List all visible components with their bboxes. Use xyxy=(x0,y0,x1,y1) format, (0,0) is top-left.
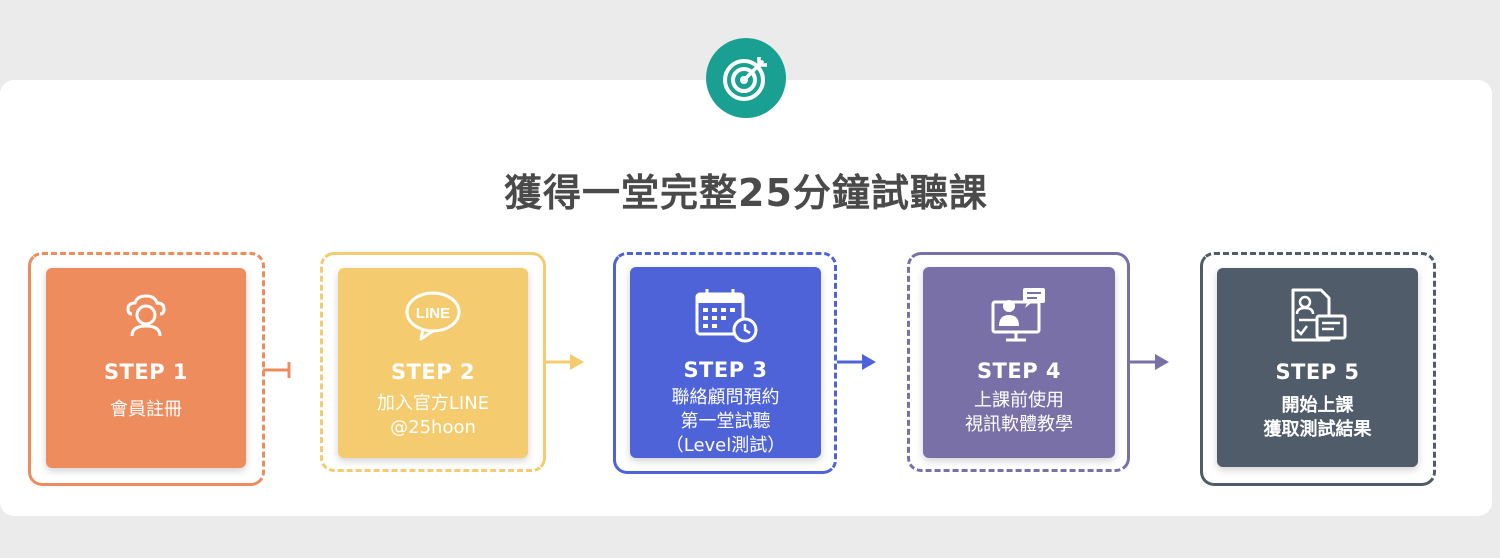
step-4-frame xyxy=(907,252,1130,472)
step-5-label: STEP 5 xyxy=(1275,360,1360,384)
step-4-line-2: 視訊軟體教學 xyxy=(965,414,1073,435)
step-4-line-1: 上課前使用 xyxy=(974,390,1064,411)
step-1-card: STEP 1 會員註冊 xyxy=(46,268,246,468)
user-cloud-icon xyxy=(118,286,174,346)
target-badge xyxy=(706,38,786,118)
step-3-frame xyxy=(613,252,837,474)
connector-4-5-arrow xyxy=(1155,354,1169,370)
step-4-desc: 上課前使用 視訊軟體教學 xyxy=(965,389,1073,437)
step-3-desc: 聯絡顧問預約 第一堂試聽 （Level測試） xyxy=(666,386,786,458)
line-logo-icon: LINE xyxy=(403,286,463,346)
step-2-label: STEP 2 xyxy=(390,360,476,384)
step-1-desc: 會員註冊 xyxy=(110,398,182,422)
connector-2-3-arrow xyxy=(570,354,584,370)
step-1-frame xyxy=(28,252,265,486)
step-1-label: STEP 1 xyxy=(103,360,189,384)
page-title: 獲得一堂完整25分鐘試聽課 xyxy=(504,171,988,215)
step-2-line-1: 加入官方LINE xyxy=(376,393,490,414)
step-5-line-2: 獲取測試結果 xyxy=(1263,419,1372,440)
step-1-line-1: 會員註冊 xyxy=(110,399,182,420)
step-3-line-3: （Level測試） xyxy=(665,435,786,456)
step-3-line-1: 聯絡顧問預約 xyxy=(671,387,780,408)
step-2-card: LINE STEP 2 加入官方LINE @25hoon xyxy=(338,268,528,458)
target-icon xyxy=(723,57,767,101)
connector-3-4-arrow xyxy=(862,354,876,370)
step-2-desc: 加入官方LINE @25hoon xyxy=(377,392,489,440)
online-teacher-icon xyxy=(989,285,1049,345)
step-3-line-2: 第一堂試聽 xyxy=(680,411,771,432)
calendar-clock-icon xyxy=(693,285,759,344)
step-4-card: STEP 4 上課前使用 視訊軟體教學 xyxy=(923,267,1115,458)
step-5-card: STEP 5 開始上課 獲取測試結果 xyxy=(1217,268,1418,467)
step-5-line-1: 開始上課 xyxy=(1281,395,1354,416)
svg-text:LINE: LINE xyxy=(416,305,450,322)
test-report-icon xyxy=(1287,286,1349,346)
step-2-line-2: @25hoon xyxy=(390,417,476,438)
step-3-card: STEP 3 聯絡顧問預約 第一堂試聽 （Level測試） xyxy=(630,267,821,458)
step-5-desc: 開始上課 獲取測試結果 xyxy=(1264,394,1372,442)
step-3-label: STEP 3 xyxy=(683,358,768,382)
step-5-frame xyxy=(1200,252,1436,486)
step-2-frame xyxy=(320,252,546,472)
step-4-label: STEP 4 xyxy=(976,359,1062,383)
